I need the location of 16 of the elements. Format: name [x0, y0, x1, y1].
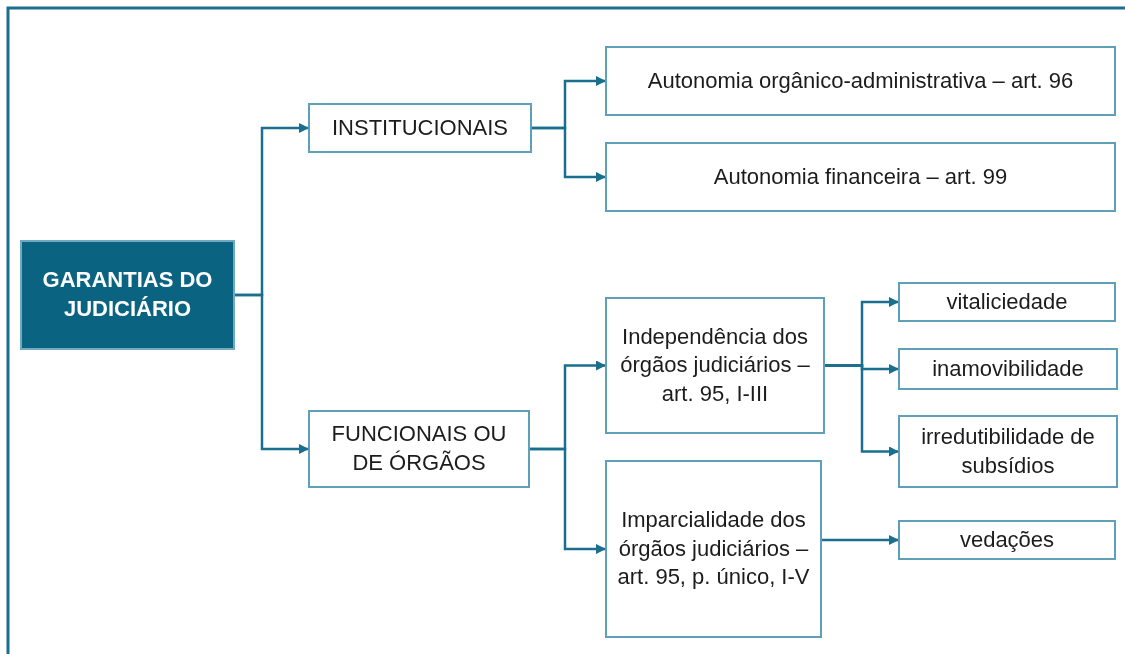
root-box: GARANTIAS DO JUDICIÁRIO: [20, 240, 235, 350]
category-box: INSTITUCIONAIS: [308, 103, 532, 153]
category-box: inamovibilidade: [898, 348, 1118, 390]
category-box: FUNCIONAIS OU DE ÓRGÃOS: [308, 410, 530, 488]
category-box: Imparcialidade dos órgãos judiciários – art. 95, p. único, I-V: [605, 460, 822, 638]
arrow: [532, 126, 606, 182]
category-box: Autonomia orgânico-administrativa – art. 96: [605, 46, 1116, 116]
category-box: vitaliciedade: [898, 282, 1116, 322]
arrow: [235, 293, 309, 454]
arrow: [822, 535, 899, 545]
category-box: irredutibilidade de subsídios: [898, 415, 1118, 488]
category-box: Independência dos órgãos judiciários – art. 95, I-III: [605, 297, 825, 434]
category-box: vedações: [898, 520, 1116, 560]
arrow: [530, 447, 606, 554]
arrow: [825, 364, 899, 457]
category-box: Autonomia financeira – art. 99: [605, 142, 1116, 212]
